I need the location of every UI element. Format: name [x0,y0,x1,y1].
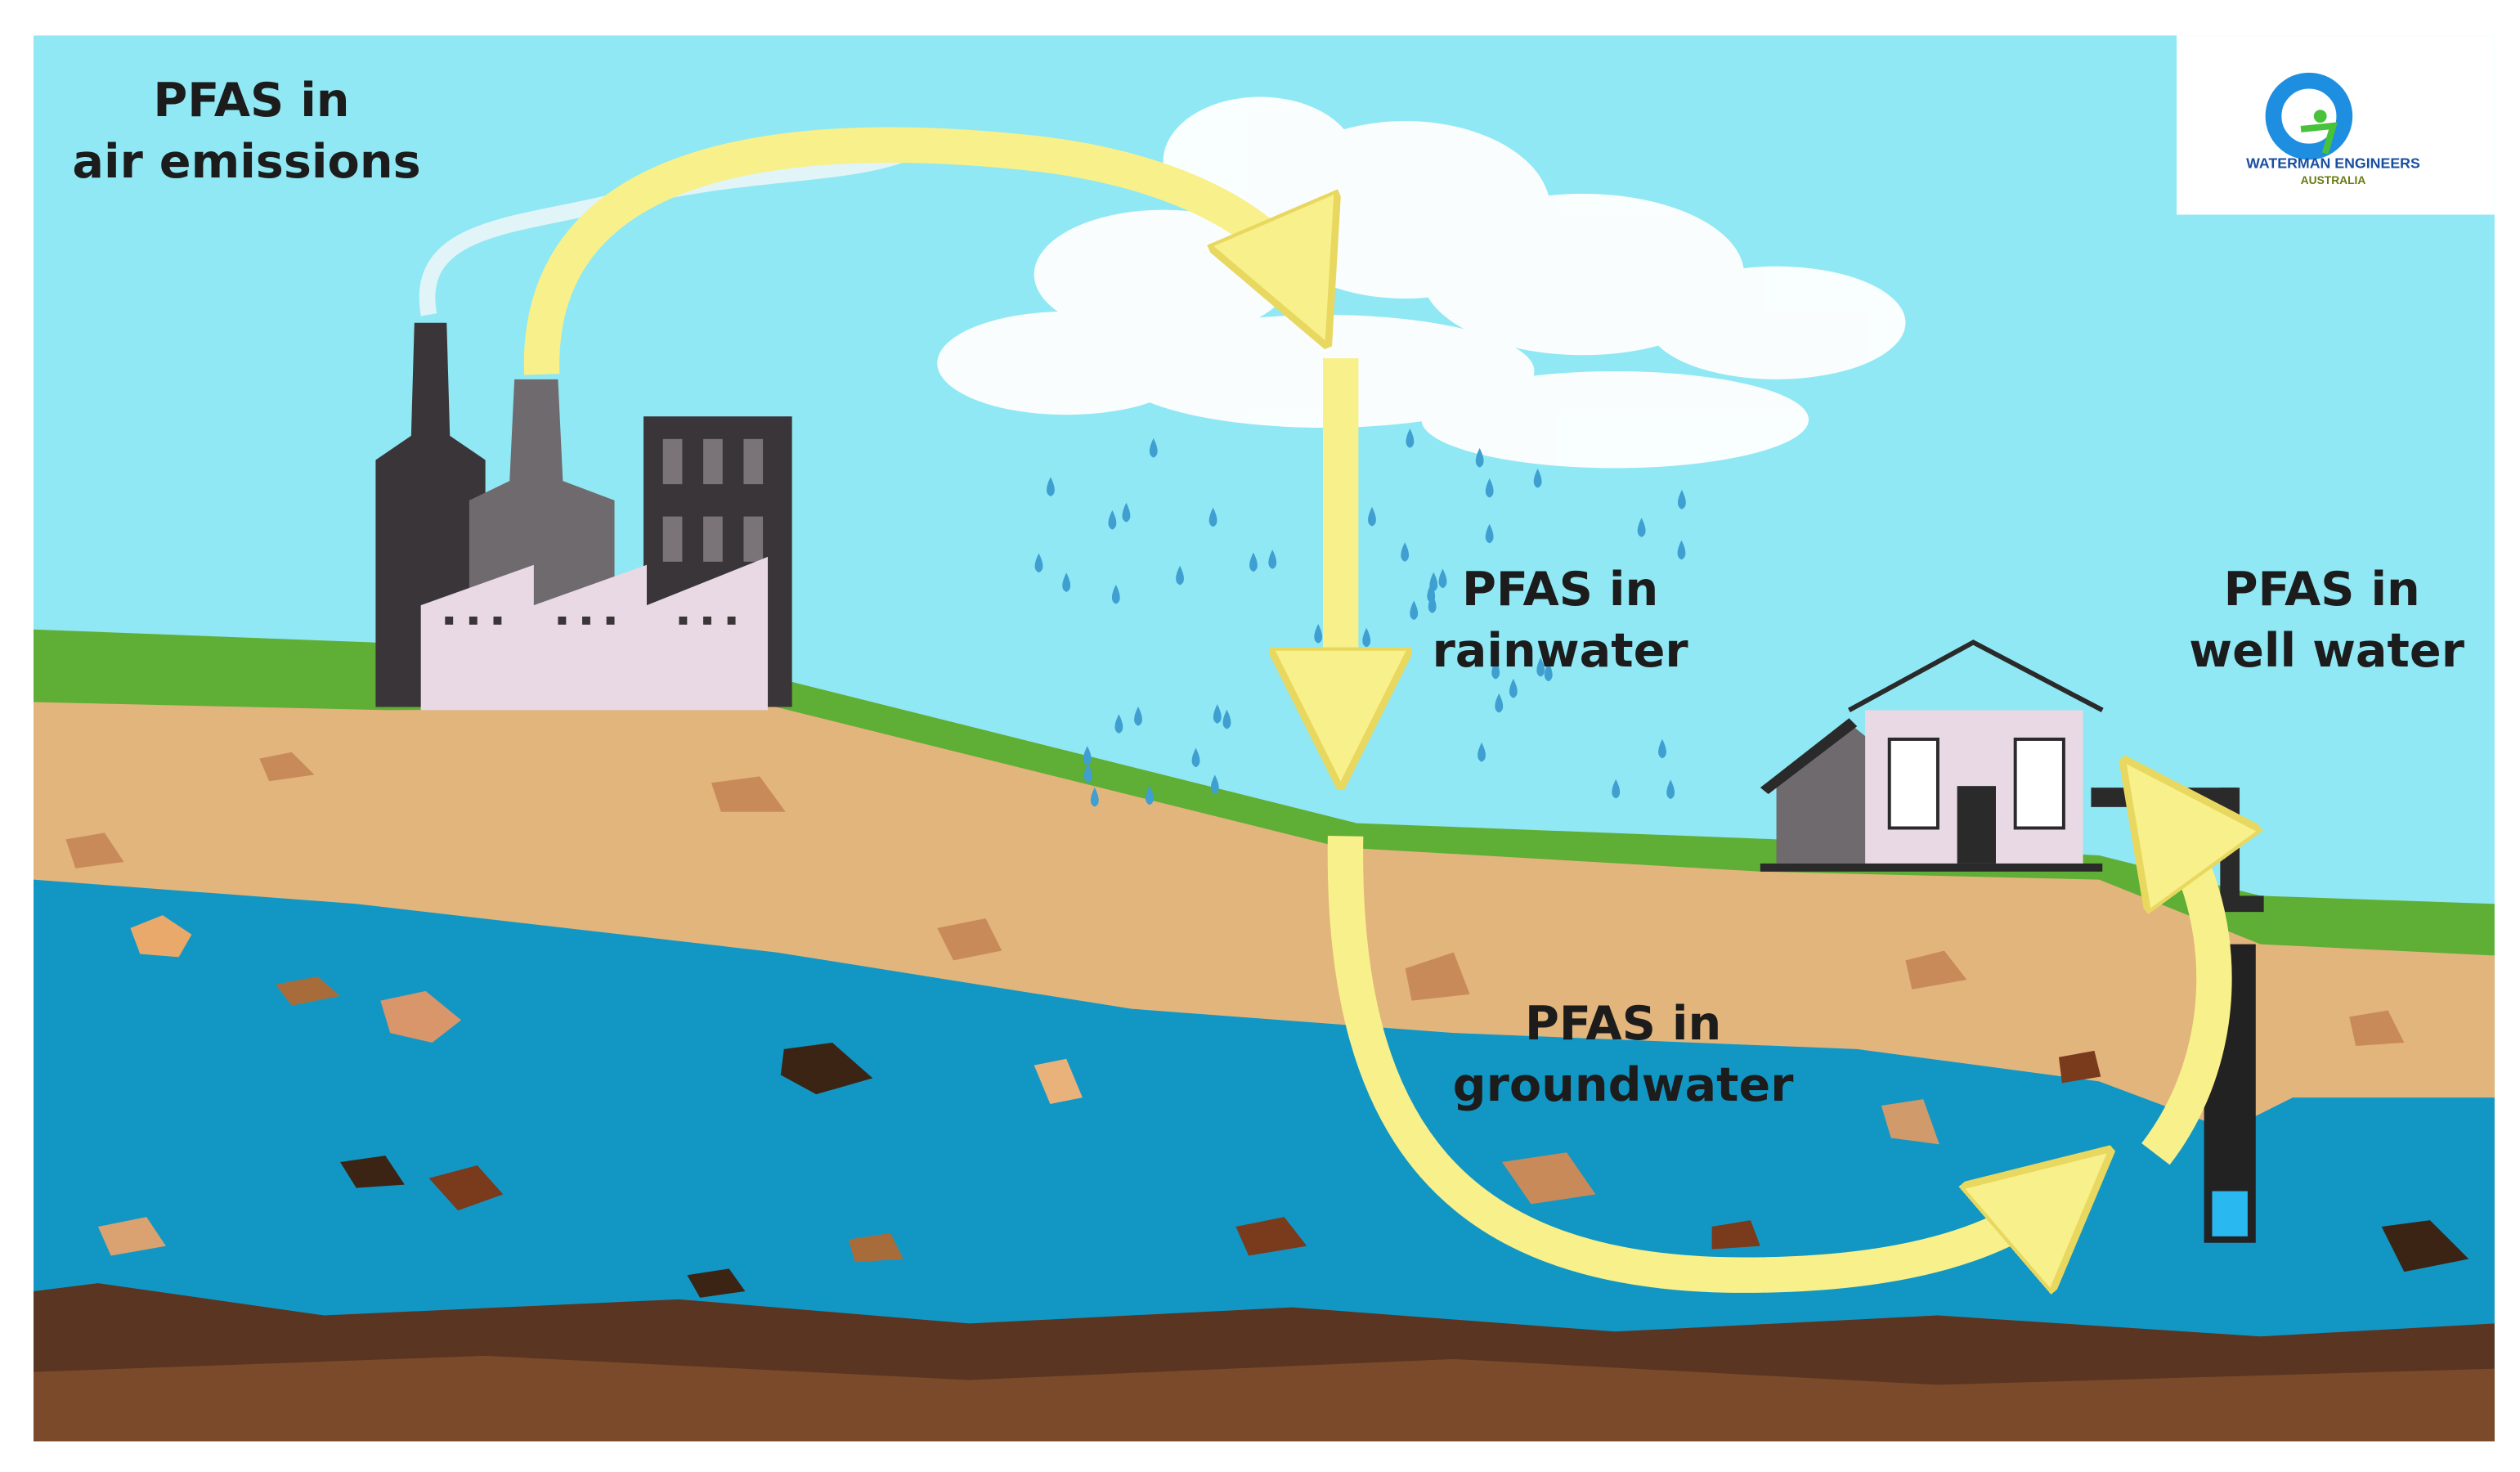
scene: WATERMAN ENGINEERS AUSTRALIA PFAS in air… [34,35,2495,1442]
rain-drop [1176,565,1184,586]
rain-drop [1046,477,1055,496]
rain-drop [1509,678,1518,698]
rain-drop [1495,693,1504,713]
rain-drop [1208,507,1217,527]
rain-drop [1410,600,1419,621]
arrow-emission-to-cloud [523,127,1300,375]
label-rain-line1: PFAS in [1462,563,1658,617]
rain-drop [1428,594,1437,613]
logo-country: AUSTRALIA [2301,173,2366,186]
rain-drop [1533,468,1542,488]
rain-drop [1111,584,1120,604]
rain-drop [1401,542,1410,562]
rain-drop [1362,627,1371,648]
house [1760,640,2104,872]
label-air-line1: PFAS in [153,74,349,128]
rain-drop [1062,572,1071,592]
rain-drop [1034,553,1043,573]
rain-drop [1083,746,1092,765]
rain-drop [1314,623,1323,644]
rain-drop [1536,657,1545,677]
label-ground-line1: PFAS in [1525,997,1721,1051]
rain-drop [1406,429,1415,448]
label-ground-line2: groundwater [1453,1058,1795,1112]
rain-drop [1145,785,1154,806]
rain-drop [1677,540,1686,560]
rain-drop [1475,447,1484,468]
flow-arrows [523,127,2214,1275]
rain-drop [1491,659,1500,680]
rain-drop [1666,779,1675,800]
rain-drop [1210,774,1219,795]
rain-drop [1485,478,1494,498]
rain-drop [1149,438,1158,458]
logo: WATERMAN ENGINEERS AUSTRALIA [2246,72,2420,186]
rain-drop [1485,523,1494,544]
factory [375,322,792,711]
rain-drop [1477,742,1486,762]
rain-drop [1249,552,1258,572]
rain-drop [1122,502,1131,523]
arrow-groundwater [1327,836,2059,1275]
rain-drop [1114,714,1123,734]
label-well-line1: PFAS in [2224,563,2420,617]
rain-drop [1134,706,1142,726]
rain-drop [1612,779,1621,799]
rain-drop [1368,506,1376,527]
rain-drop [1677,490,1686,509]
rain-drop [1213,704,1222,724]
rain-drop [1083,763,1092,783]
rain-drop [1222,709,1231,729]
rain-drop [1268,550,1277,569]
rain-drop [1108,509,1117,530]
rain-drop [1658,738,1666,759]
rain-drop [1090,787,1099,807]
rain-drop [1191,747,1200,768]
rain-drop [1544,662,1553,682]
logo-name: WATERMAN ENGINEERS [2246,155,2420,171]
label-air-line2: air emissions [72,135,420,189]
cloud [937,96,1906,469]
rain-drop [1637,518,1646,537]
label-rain-line2: rainwater [1433,624,1689,678]
label-well-line2: well water [2189,624,2464,678]
arrow-well-up [2155,815,2214,1165]
rain-drop [1438,568,1447,589]
rocks [65,752,2469,1298]
